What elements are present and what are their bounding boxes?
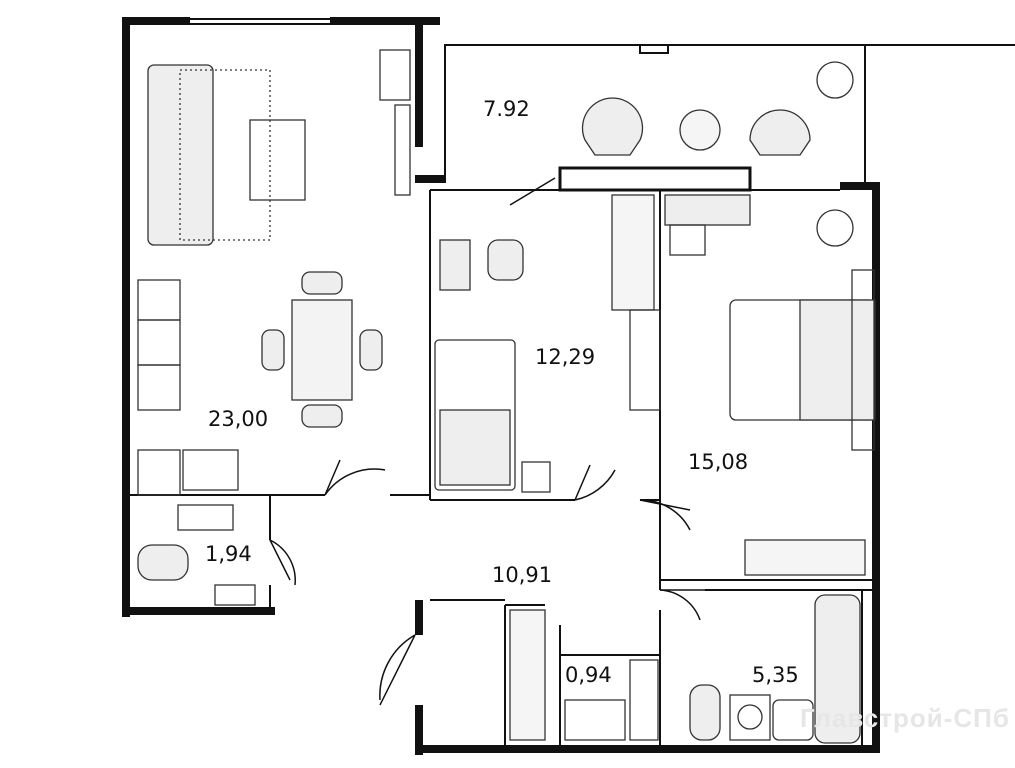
- room-area-bedroom-small: 12,29: [535, 345, 596, 369]
- doors: [269, 177, 705, 706]
- room-area-bedroom-large: 15,08: [688, 450, 749, 474]
- furniture: [137, 49, 876, 744]
- room-area-hall: 10,91: [492, 563, 553, 587]
- room-area-living-kitchen: 23,00: [208, 407, 269, 431]
- watermark: Главстрой-СПб: [800, 703, 1010, 733]
- room-area-toilet: 1,94: [205, 542, 252, 566]
- room-area-balcony: 7.92: [483, 97, 530, 121]
- room-area-closet: 0,94: [565, 663, 612, 687]
- room-area-bathroom: 5,35: [752, 663, 799, 687]
- thin-walls: [130, 18, 1015, 745]
- walls: [122, 17, 880, 755]
